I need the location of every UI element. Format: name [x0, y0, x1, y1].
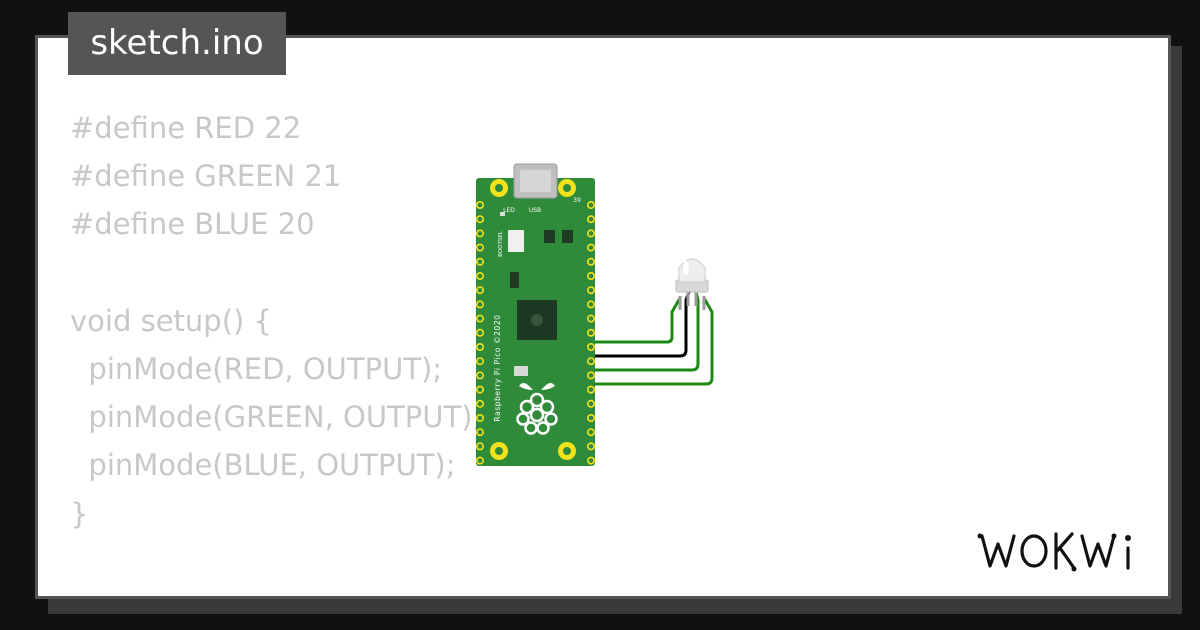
pin-pad[interactable] [475, 456, 484, 465]
board-silkscreen: Raspberry Pi Pico ©2020 [493, 314, 502, 421]
wire-red [586, 297, 682, 344]
pin-pad[interactable] [586, 286, 595, 295]
pin-pad[interactable] [475, 328, 484, 337]
pin-pad[interactable] [586, 357, 595, 366]
code-line: pinMode(RED, OUTPUT); [70, 351, 443, 386]
wokwi-logo[interactable] [976, 526, 1150, 576]
pin-pad[interactable] [586, 342, 595, 351]
code-editor: #define RED 22 #define GREEN 21 #define BL… [70, 104, 483, 596]
pin-pad[interactable] [475, 442, 484, 451]
pin-pad[interactable] [586, 229, 595, 238]
pin-pad[interactable] [475, 215, 484, 224]
pin-pad[interactable] [586, 243, 595, 252]
pin-pad[interactable] [475, 314, 484, 323]
wire-blue [586, 297, 714, 386]
raspberry-pi-logo-icon [516, 383, 558, 435]
pin-pad[interactable] [586, 428, 595, 437]
wire-green [586, 291, 700, 372]
raspberry-pi-pico-board[interactable]: LED USB 39 BOOTSEL Raspberry Pi Pico ©20… [475, 163, 595, 466]
pin-pad[interactable] [475, 201, 484, 210]
code-line: pinMode(GREEN, OUTPUT); [70, 400, 483, 435]
pin-pad[interactable] [586, 215, 595, 224]
pin-pad[interactable] [586, 201, 595, 210]
pin-pad[interactable] [475, 428, 484, 437]
pin-pad[interactable] [586, 314, 595, 323]
code-line: #define BLUE 20 [70, 207, 315, 242]
pin-pad[interactable] [475, 271, 484, 280]
rgb-led[interactable] [675, 258, 709, 310]
pin-pad[interactable] [586, 257, 595, 266]
pin-pad[interactable] [586, 385, 595, 394]
code-line: #define RED 22 [70, 111, 302, 145]
pin-pad[interactable] [475, 286, 484, 295]
project-card[interactable]: #define RED 22 #define GREEN 21 #define BL… [35, 35, 1171, 599]
code-line: pinMode(BLUE, OUTPUT); [70, 448, 456, 483]
pin-pad[interactable] [475, 399, 484, 408]
file-tab[interactable]: sketch.ino [68, 12, 286, 75]
usb-label: USB [529, 207, 541, 214]
code-line: } [70, 496, 89, 531]
pin-pad[interactable] [586, 300, 595, 309]
pin-pad[interactable] [475, 342, 484, 351]
pin-pad[interactable] [586, 371, 595, 380]
pin-pad[interactable] [586, 399, 595, 408]
pin-pad[interactable] [475, 229, 484, 238]
pin-pad[interactable] [475, 371, 484, 380]
pin-pad[interactable] [586, 271, 595, 280]
bootsel-label: BOOTSEL [498, 230, 504, 257]
led-label: LED [503, 207, 515, 214]
led-dome [678, 258, 706, 283]
pin-pad[interactable] [475, 385, 484, 394]
pin-pad[interactable] [475, 357, 484, 366]
pin-pad[interactable] [586, 413, 595, 422]
pin-pads [475, 201, 595, 465]
pin-pad[interactable] [586, 456, 595, 465]
code-line: void setup() { [70, 303, 272, 338]
pin-pad[interactable] [586, 442, 595, 451]
pin-pad[interactable] [475, 413, 484, 422]
bootsel-button [508, 230, 524, 252]
wires [586, 291, 714, 386]
code-line: #define GREEN 21 [70, 159, 342, 194]
pin-pad[interactable] [475, 243, 484, 252]
onboard-led [500, 212, 505, 216]
wire-common [586, 291, 691, 358]
pin-pad[interactable] [475, 257, 484, 266]
code-line: void loop() { [70, 586, 482, 596]
pin-number-label: 39 [573, 197, 581, 204]
pin-pad[interactable] [475, 300, 484, 309]
pin-pad[interactable] [586, 328, 595, 337]
